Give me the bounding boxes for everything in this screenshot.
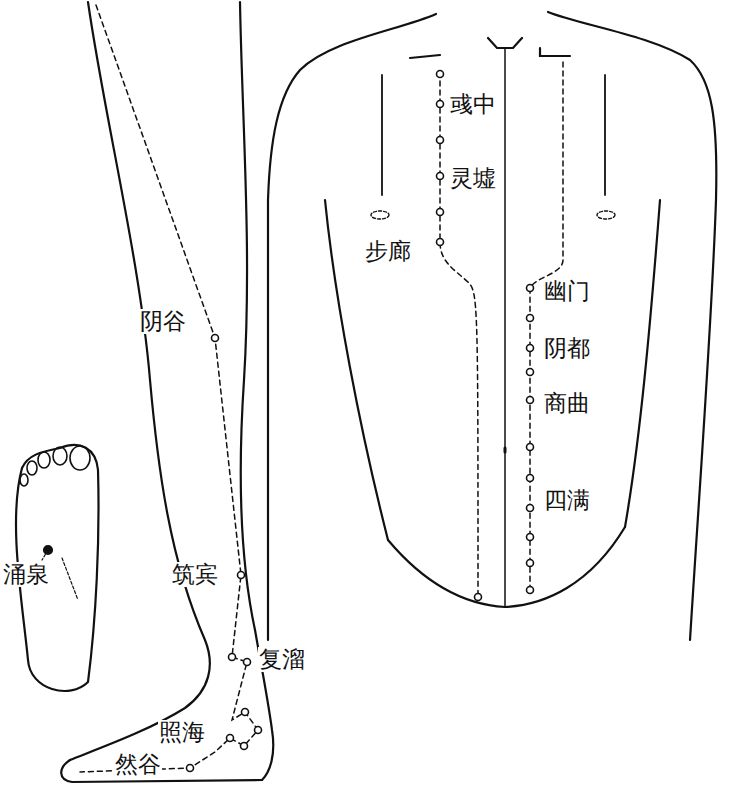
clavicle-mark: [540, 48, 570, 56]
nipple: [371, 211, 389, 219]
meridian-line: [440, 72, 478, 597]
acupoint-label: 然谷: [114, 752, 162, 777]
acupoint-label: 阴谷: [139, 309, 187, 334]
acupoint-label: 涌泉: [2, 562, 50, 587]
abdomen-outline: [388, 527, 625, 607]
sternal-notch: [488, 38, 522, 48]
meridian-line: [80, 5, 258, 772]
acupoint-label: 商曲: [543, 391, 591, 416]
nipple: [597, 211, 615, 219]
acupoint-label: 步廊: [364, 239, 412, 264]
torso-right-outline: [625, 200, 660, 527]
midline: [504, 48, 506, 607]
acupoint-label: 灵墟: [449, 166, 497, 191]
acupoint-label: 幽门: [543, 279, 591, 304]
acupoint-label: 复溜: [258, 647, 306, 672]
nipple-line: [381, 75, 383, 195]
leader-line: [42, 550, 48, 560]
nipple-line: [604, 75, 606, 195]
acupoint-dots: [437, 71, 534, 601]
acupoint-dots: [187, 335, 262, 772]
navel: [504, 448, 507, 452]
acupoint-label: 照海: [158, 720, 206, 745]
right-arm-outline: [548, 12, 716, 640]
meridian-line: [62, 558, 78, 600]
acupoint-label: 筑宾: [171, 562, 219, 587]
acupoint-label: 阴都: [543, 336, 591, 361]
acupoint-label: 四满: [543, 488, 591, 513]
clavicle-mark: [410, 55, 440, 58]
toes: [20, 446, 90, 486]
left-arm-outline: [268, 14, 436, 640]
acupoint-label: 彧中: [449, 92, 497, 117]
